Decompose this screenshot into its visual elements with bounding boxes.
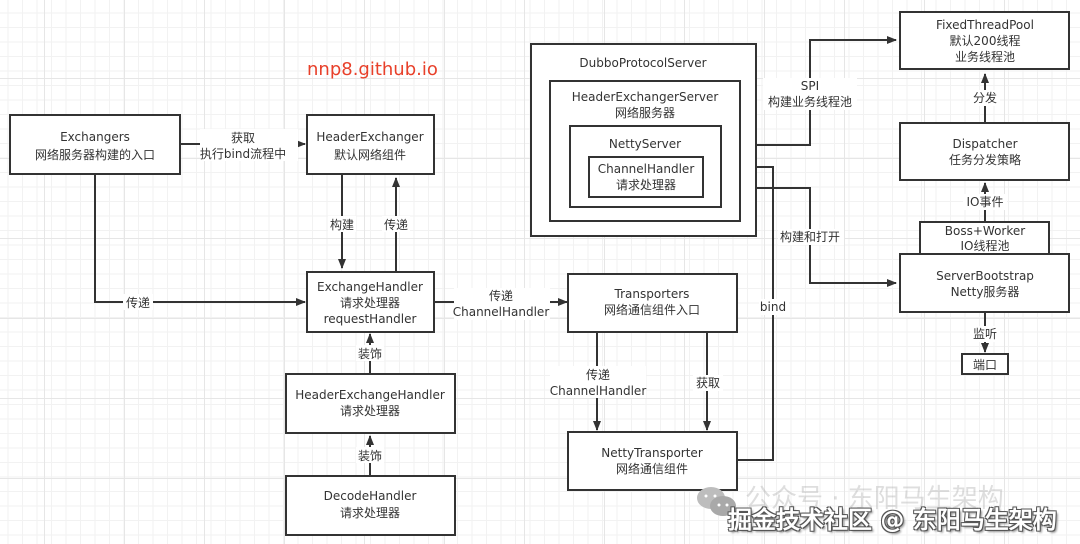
node-subtitle: 请求处理器: [340, 296, 400, 310]
site-label: nnp8.github.io: [307, 59, 438, 80]
edge-label-pass: 传递: [586, 367, 610, 382]
node-subtitle: 默认200线程: [950, 33, 1021, 48]
edge-label-decorate: 装饰: [358, 347, 382, 361]
edge-label-get: 获取: [231, 131, 255, 145]
node-subtitle: 请求处理器: [340, 506, 400, 520]
node-server-bootstrap: ServerBootstrap Netty服务器: [899, 253, 1070, 313]
node-subtitle: requestHandler: [324, 312, 417, 326]
node-subtitle: 请求处理器: [616, 178, 676, 192]
node-subtitle: 网络服务器: [615, 105, 675, 120]
edge-label-channel-handler: ChannelHandler: [453, 305, 550, 319]
node-channel-handler: ChannelHandler 请求处理器: [588, 156, 704, 198]
node-title: DubboProtocolServer: [579, 56, 706, 70]
edge-labels: 获取 执行bind流程中 构建 传递 传递 传递 ChannelHandler …: [123, 78, 1007, 463]
node-title: FixedThreadPool: [936, 18, 1034, 32]
edge-label-pass: 传递: [489, 288, 513, 303]
node-title: HeaderExchangeHandler: [295, 388, 445, 402]
node-header-exchanger: HeaderExchanger 默认网络组件: [306, 114, 435, 175]
node-title: Boss+Worker: [945, 224, 1025, 238]
node-title: 端口: [973, 358, 997, 372]
edge-label-build-pool: 构建业务线程池: [768, 94, 852, 109]
node-header-exchange-handler: HeaderExchangeHandler 请求处理器: [285, 373, 456, 434]
node-title: HeaderExchangerServer: [572, 90, 719, 104]
node-title: HeaderExchanger: [316, 130, 423, 144]
edge-label-get: 获取: [696, 376, 720, 390]
watermark-primary: 掘金技术社区 @ 东阳马生架构: [728, 506, 1057, 534]
node-subtitle: Netty服务器: [951, 284, 1020, 299]
node-exchangers: Exchangers 网络服务器构建的入口: [9, 114, 181, 175]
node-netty-transporter: NettyTransporter 网络通信组件: [567, 431, 738, 491]
edge-label-io-event: IO事件: [967, 195, 1004, 209]
edge-label-decorate: 装饰: [358, 449, 382, 463]
node-decode-handler: DecodeHandler 请求处理器: [285, 475, 456, 536]
node-subtitle: 网络服务器构建的入口: [35, 147, 155, 162]
node-title: ExchangeHandler: [317, 280, 423, 294]
node-title: ChannelHandler: [598, 162, 695, 176]
node-title: Exchangers: [60, 130, 130, 144]
edge-label-pass-left: 传递: [126, 295, 150, 310]
edge-label-listen: 监听: [973, 327, 997, 341]
node-subtitle: 网络通信组件入口: [604, 302, 700, 317]
node-title: ServerBootstrap: [936, 269, 1034, 283]
node-subtitle: 任务分发策略: [949, 152, 1021, 167]
node-title: DecodeHandler: [324, 489, 417, 503]
node-transporters: Transporters 网络通信组件入口: [567, 273, 738, 333]
node-dispatcher: Dispatcher 任务分发策略: [899, 122, 1070, 181]
node-title: Dispatcher: [952, 137, 1017, 151]
node-exchange-handler: ExchangeHandler 请求处理器 requestHandler: [306, 271, 435, 333]
watermark-secondary: 公众号 · 东阳马生架构: [745, 484, 1004, 514]
node-subtitle: 业务线程池: [955, 49, 1015, 64]
node-subtitle: 请求处理器: [340, 404, 400, 418]
edge-label-spi: SPI: [801, 79, 819, 93]
edge-label-dispatch: 分发: [973, 90, 997, 105]
node-subtitle: 默认网络组件: [334, 147, 406, 162]
edge-label-build: 构建: [330, 217, 354, 232]
node-boss-worker: Boss+Worker IO线程池: [919, 221, 1050, 255]
edge-label-bind: bind: [760, 300, 786, 314]
node-subtitle: 网络通信组件: [616, 461, 688, 476]
edge-label-pass-up: 传递: [384, 217, 408, 232]
edge-label-bind-flow: 执行bind流程中: [200, 146, 286, 161]
edge-label-build-and-open: 构建和打开: [780, 229, 840, 244]
node-fixed-thread-pool: FixedThreadPool 默认200线程 业务线程池: [899, 11, 1070, 70]
edge-label-channel-handler: ChannelHandler: [550, 384, 647, 398]
node-port: 端口: [961, 353, 1009, 375]
node-title: Transporters: [614, 287, 690, 301]
edge-exchangers-to-exchange-handler: [94, 174, 306, 306]
node-subtitle: IO线程池: [961, 238, 1010, 253]
node-title: NettyTransporter: [601, 446, 703, 460]
wechat-icon: [697, 487, 736, 516]
node-title: NettyServer: [609, 137, 681, 151]
